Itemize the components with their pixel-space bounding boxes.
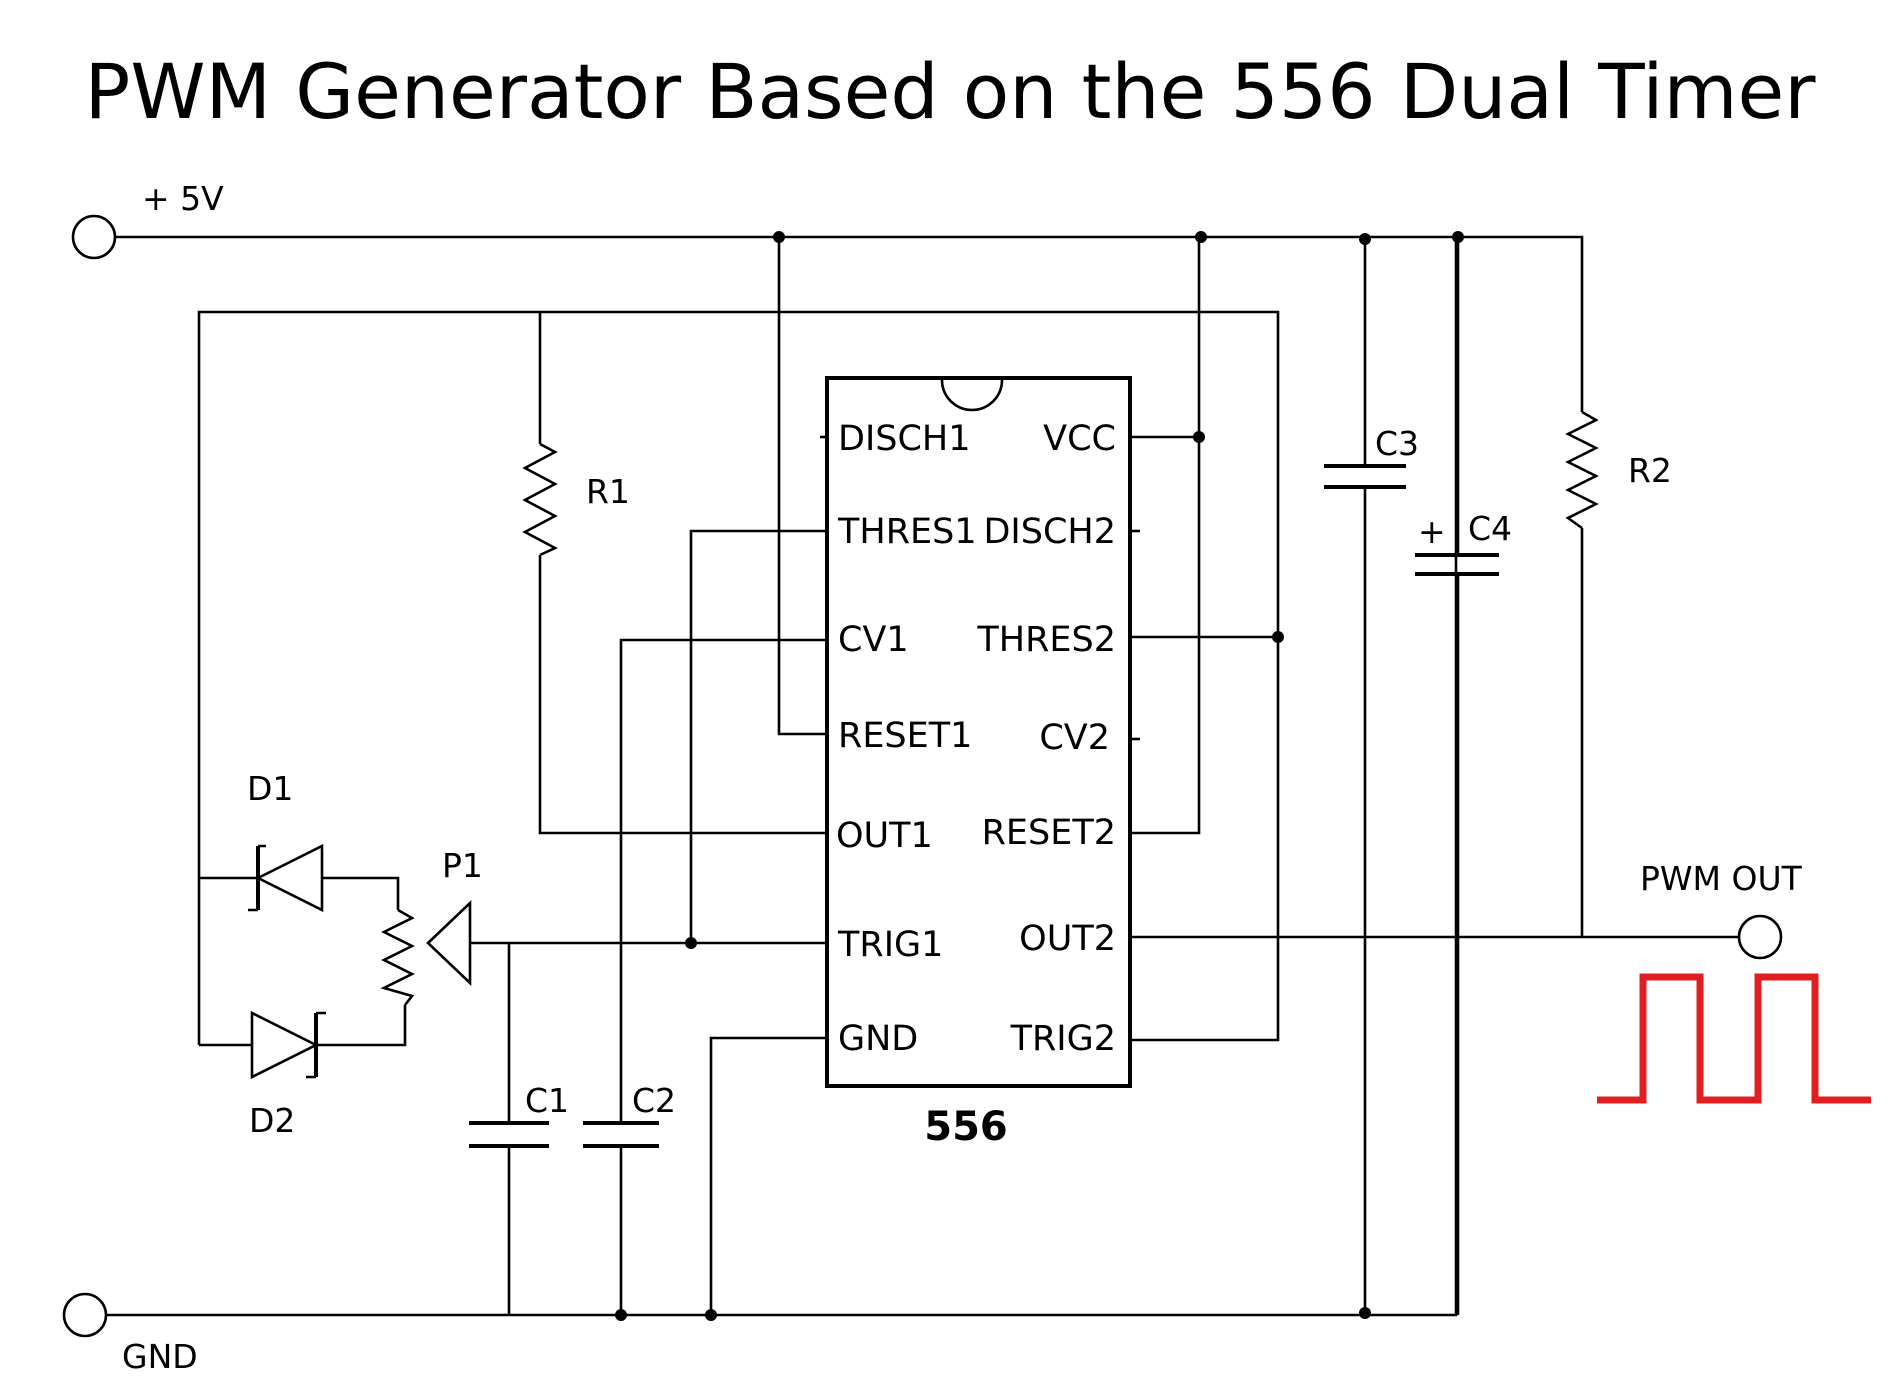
pin-disch1: DISCH1: [838, 419, 971, 459]
diagram-title: PWM Generator Based on the 556 Dual Time…: [85, 47, 1817, 136]
pin-trig1: TRIG1: [837, 925, 943, 965]
potentiometer-p1-label: P1: [442, 846, 483, 885]
wires: [104, 235, 1739, 1317]
capacitor-c1-label: C1: [525, 1081, 569, 1120]
junction-dots: [615, 231, 1464, 1321]
diode-d2: D2: [249, 1010, 326, 1140]
resistor-r2: R2: [1565, 410, 1672, 530]
capacitor-c3: C3: [1324, 424, 1419, 489]
capacitor-c4: + C4: [1415, 509, 1512, 1315]
capacitor-c3-label: C3: [1375, 424, 1419, 463]
pin-reset2: RESET2: [982, 813, 1116, 853]
pin-reset1: RESET1: [838, 716, 972, 756]
ic-556: 556 DISCH1 THRES1 CV1 RESET1 OUT1 TRIG1 …: [820, 376, 1140, 1150]
terminal-gnd-label: GND: [122, 1337, 198, 1376]
pin-cv2: CV2: [1039, 718, 1110, 758]
terminal-gnd: GND: [62, 1292, 198, 1376]
resistor-r1-label: R1: [586, 472, 630, 511]
terminal-pwm-out-label: PWM OUT: [1640, 859, 1803, 898]
pwm-waveform-icon: [1597, 973, 1871, 1104]
capacitor-c4-label: C4: [1468, 509, 1512, 548]
capacitor-c1: C1: [469, 1081, 569, 1148]
diode-d1: D1: [247, 769, 324, 913]
pin-thres1: THRES1: [837, 512, 977, 552]
capacitor-c2-label: C2: [632, 1081, 676, 1120]
pin-out1: OUT1: [836, 816, 933, 856]
capacitor-c2: C2: [583, 1081, 676, 1148]
pin-out2: OUT2: [1019, 919, 1116, 959]
potentiometer-p1: P1: [380, 846, 483, 1006]
pin-gnd: GND: [838, 1019, 918, 1059]
terminal-plus5v-label: + 5V: [142, 179, 224, 218]
resistor-r1: R1: [522, 442, 630, 557]
capacitor-c4-polarity: +: [1418, 512, 1446, 551]
resistor-r2-label: R2: [1628, 451, 1672, 490]
pin-vcc: VCC: [1043, 419, 1116, 459]
terminal-pwm-out: PWM OUT: [1640, 859, 1803, 960]
ic-label: 556: [924, 1104, 1008, 1150]
diode-d2-label: D2: [249, 1101, 295, 1140]
pin-cv1: CV1: [838, 620, 909, 660]
pin-thres2: THRES2: [976, 620, 1116, 660]
pin-trig2: TRIG2: [1010, 1019, 1116, 1059]
diode-d1-label: D1: [247, 769, 293, 808]
terminal-plus5v: + 5V: [71, 179, 224, 260]
pin-disch2: DISCH2: [983, 512, 1116, 552]
